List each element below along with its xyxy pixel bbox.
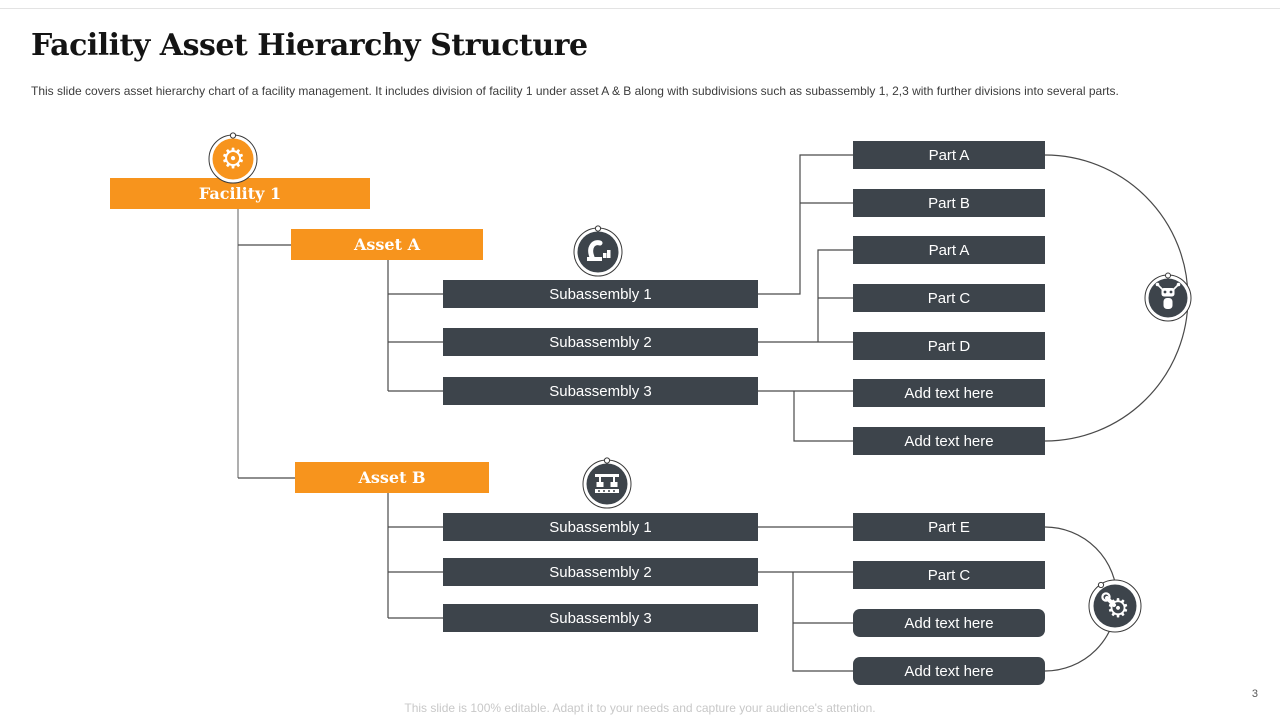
page-number: 3 [1251, 688, 1258, 700]
asset-b-part-2-box[interactable]: Part C [853, 561, 1045, 589]
asset-b-part-4-box[interactable]: Add text here [853, 657, 1045, 685]
asset-a-label: Asset A [354, 235, 420, 254]
part-label: Part A [928, 241, 970, 259]
asset-a-part-2-box[interactable]: Part B [853, 189, 1045, 217]
part-label: Part C [927, 566, 971, 584]
asset-a-part-3-box[interactable]: Part A [853, 236, 1045, 264]
asset-b-subassembly-1-box[interactable]: Subassembly 1 [443, 513, 758, 541]
part-label: Part A [928, 146, 970, 164]
asset-a-part-7-box[interactable]: Add text here [853, 427, 1045, 455]
facility-1-label: Facility 1 [198, 184, 282, 203]
facility-1-box[interactable]: Facility 1 [110, 178, 370, 209]
asset-a-part-6-box[interactable]: Add text here [853, 379, 1045, 407]
svg-text:⚙: ⚙ [220, 142, 245, 175]
slide-top-rule [0, 8, 1280, 9]
asset-a-subassembly-2-box[interactable]: Subassembly 2 [443, 328, 758, 356]
part-label: Part E [928, 518, 970, 536]
asset-b-box[interactable]: Asset B [295, 462, 489, 493]
asset-b-label: Asset B [358, 468, 426, 487]
asset-b-subassembly-2-box[interactable]: Subassembly 2 [443, 558, 758, 586]
part-label: Add text here [904, 432, 994, 450]
part-label: Part C [927, 289, 971, 307]
part-label: Add text here [904, 614, 994, 632]
robot-arm-icon [572, 224, 624, 283]
footer-note: This slide is 100% editable. Adapt it to… [404, 701, 876, 715]
gear-icon: ⚙ [207, 132, 259, 191]
asset-a-part-1-box[interactable]: Part A [853, 141, 1045, 169]
asset-a-part-5-box[interactable]: Part D [853, 332, 1045, 360]
part-label: Add text here [904, 662, 994, 680]
subassembly-label: Subassembly 1 [549, 285, 652, 303]
asset-a-part-4-box[interactable]: Part C [853, 284, 1045, 312]
page-subtitle: This slide covers asset hierarchy chart … [31, 84, 1119, 98]
subassembly-label: Subassembly 3 [549, 609, 652, 627]
subassembly-label: Subassembly 2 [549, 563, 652, 581]
robot-icon [1143, 272, 1193, 329]
gear-wrench-icon: ⚙ [1087, 576, 1143, 639]
subassembly-label: Subassembly 3 [549, 382, 652, 400]
assembly-line-icon [581, 456, 633, 515]
asset-b-part-3-box[interactable]: Add text here [853, 609, 1045, 637]
page-title: Facility Asset Hierarchy Structure [31, 28, 588, 63]
subassembly-label: Subassembly 2 [549, 333, 652, 351]
subassembly-label: Subassembly 1 [549, 518, 652, 536]
asset-a-subassembly-1-box[interactable]: Subassembly 1 [443, 280, 758, 308]
asset-b-part-1-box[interactable]: Part E [853, 513, 1045, 541]
asset-b-subassembly-3-box[interactable]: Subassembly 3 [443, 604, 758, 632]
asset-a-box[interactable]: Asset A [291, 229, 483, 260]
part-label: Add text here [904, 384, 994, 402]
part-label: Part D [927, 337, 971, 355]
asset-a-subassembly-3-box[interactable]: Subassembly 3 [443, 377, 758, 405]
part-label: Part B [928, 194, 970, 212]
